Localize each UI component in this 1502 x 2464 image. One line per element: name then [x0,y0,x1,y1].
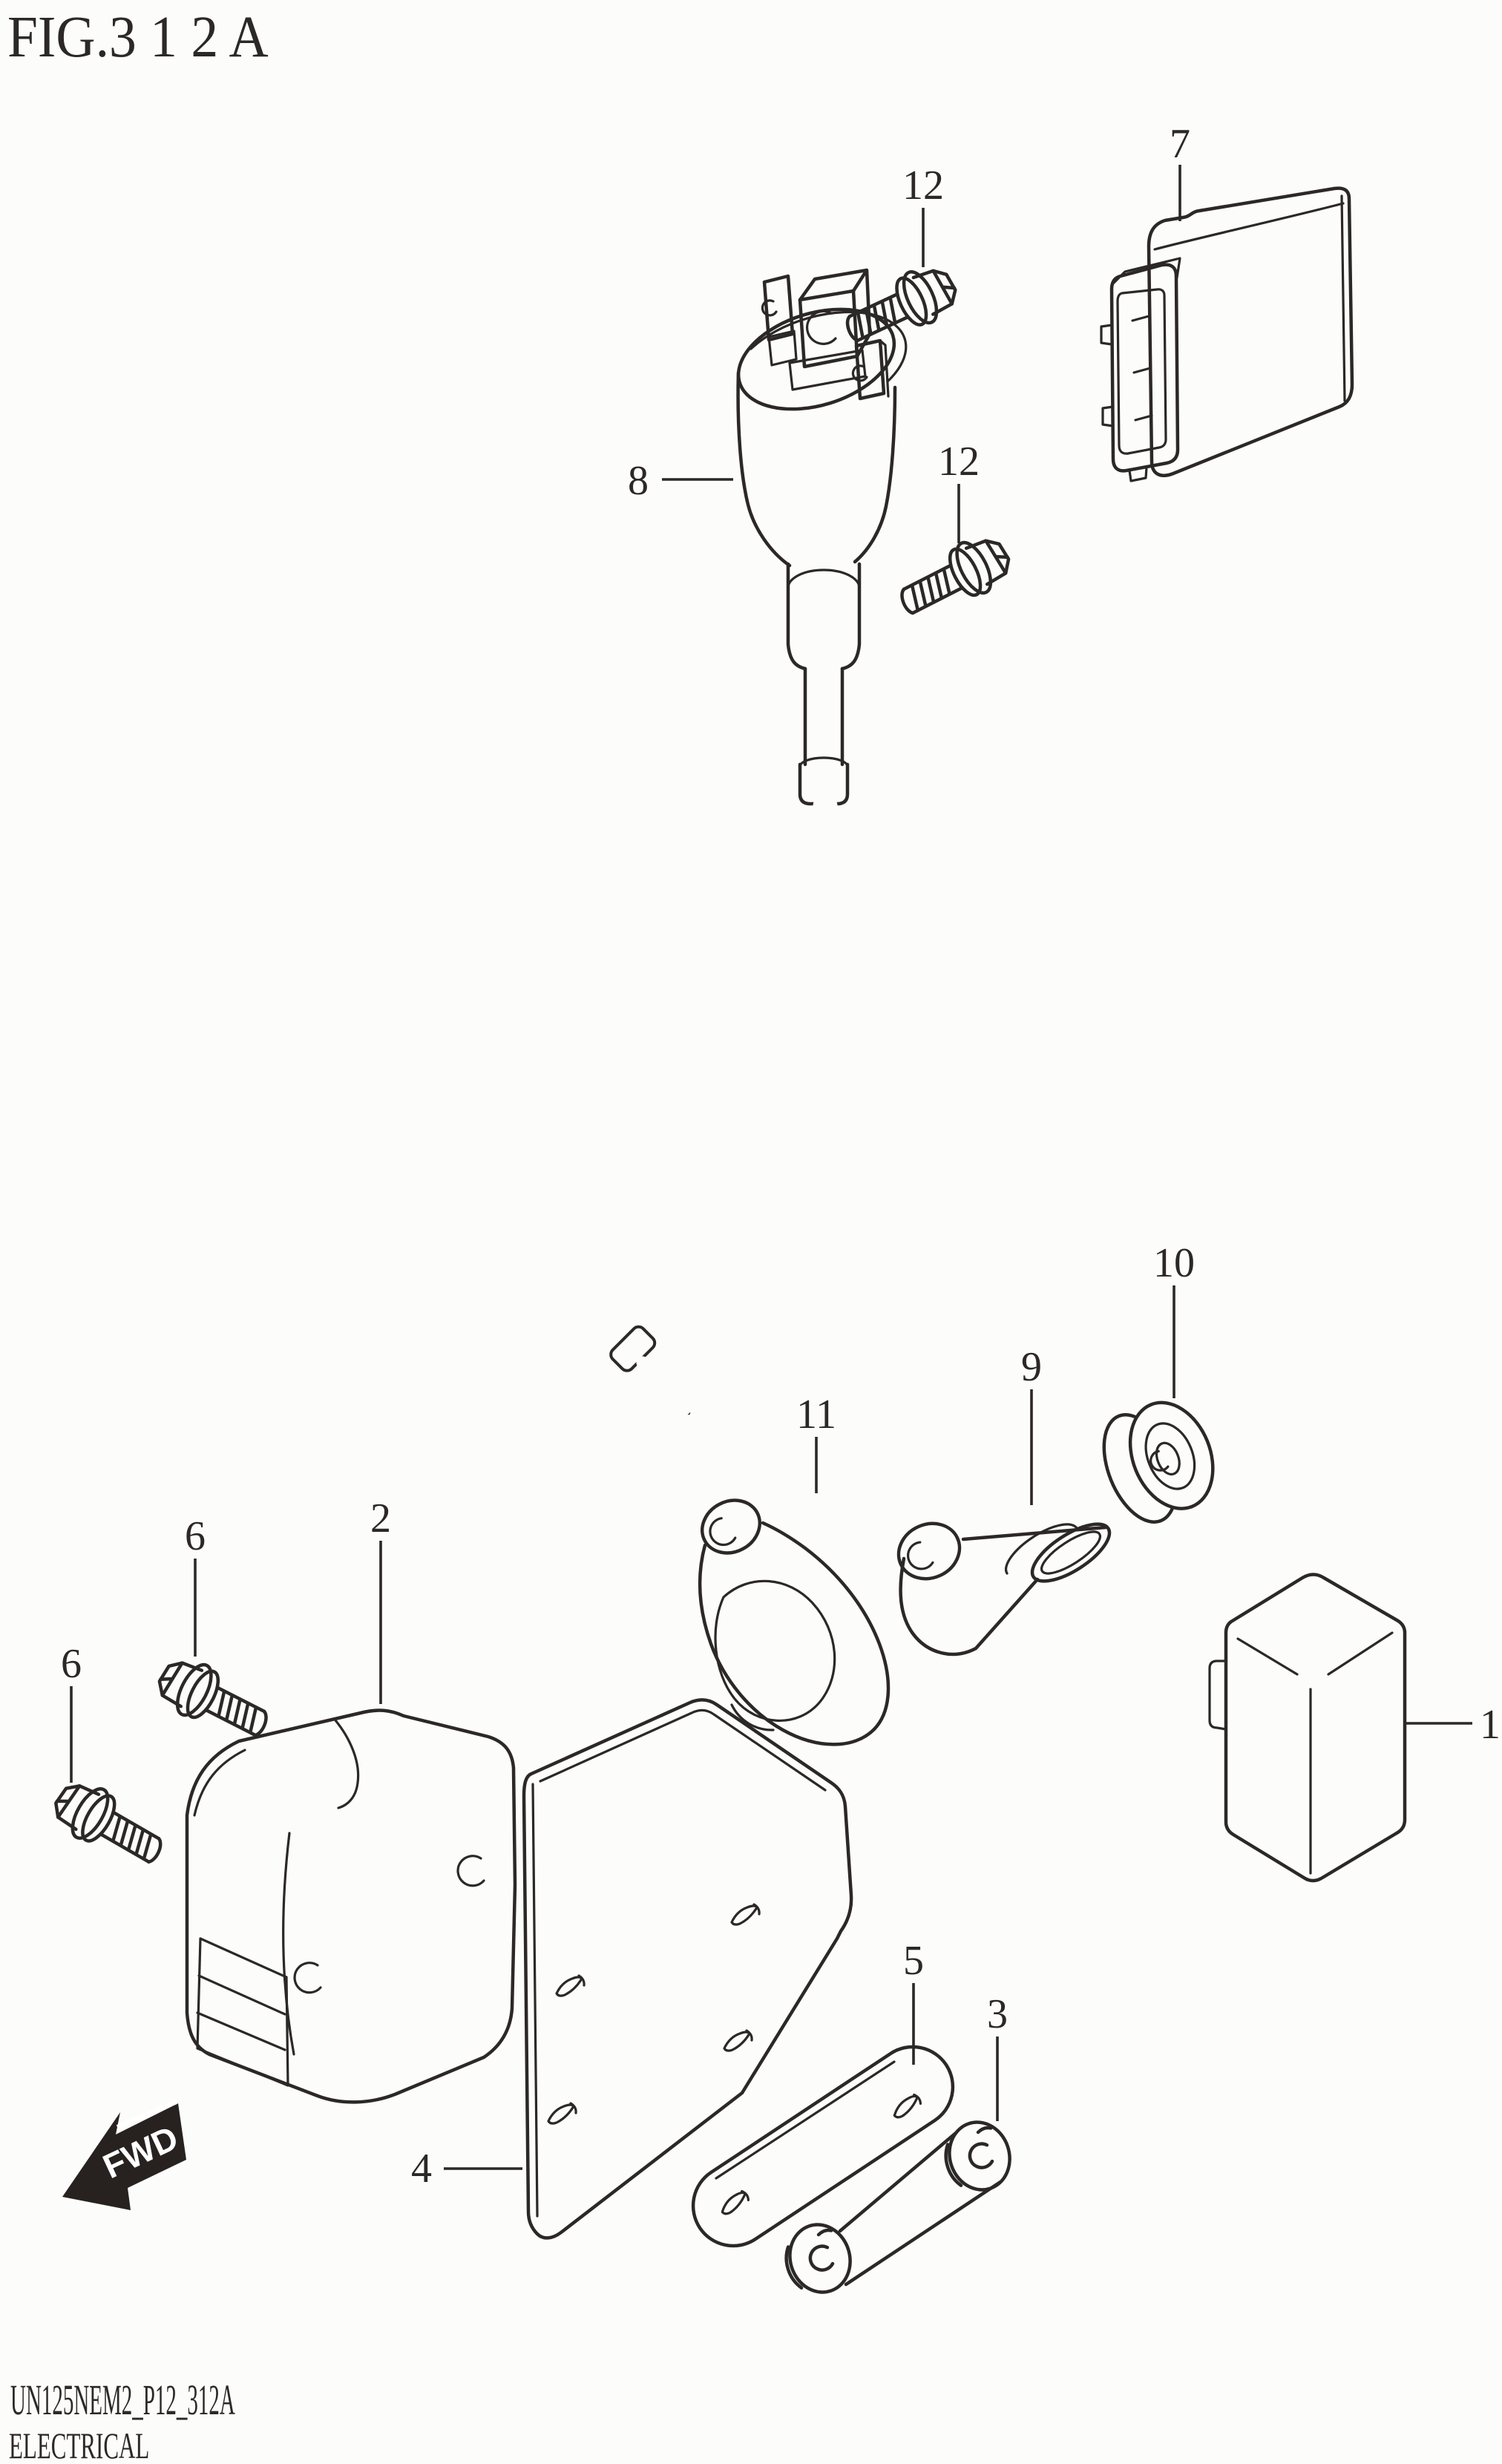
callout-part-1: 1 [1480,1702,1501,1748]
part-ignition-coil [736,268,908,806]
part-relay [1208,1573,1407,1883]
callout-part-10: 10 [1153,1240,1195,1286]
figure-title: FIG.3 1 2 A [7,4,269,69]
footer-section-title: ELECTRICAL [9,2425,149,2464]
high-tension-cord [588,793,838,1415]
callout-part-6-b: 6 [61,1641,82,1687]
leader-lines [70,165,1472,2170]
callout-part-8: 8 [628,458,649,504]
part-cdi-unit [1100,186,1354,482]
callout-part-2: 2 [370,1495,391,1541]
fwd-arrow-icon [62,2103,186,2210]
part-spark-plug-cap [698,1498,891,1746]
callout-part-6-a: 6 [185,1513,206,1559]
footer-model-code: UN125NEM2_P12_312A [10,2376,235,2424]
callout-part-11: 11 [796,1392,836,1438]
part-bracket-strip [691,2045,955,2248]
callout-part-7: 7 [1170,121,1190,167]
callouts: 7 12 8 12 10 9 11 2 6 6 1 4 5 3 [61,121,1501,2192]
part-grommet-cap [1102,1400,1215,1524]
callout-part-12-b: 12 [938,439,980,485]
part-plug-cap-joint [896,1521,1112,1657]
part-bracket-link [778,2114,1019,2301]
callout-part-3: 3 [987,1991,1008,2037]
callout-part-5: 5 [903,1938,924,1984]
part-mounting-plate [522,1698,853,2240]
callout-part-4: 4 [411,2146,432,2192]
callout-part-12-a: 12 [902,163,944,209]
part-regulator-rectifier [185,1708,517,2104]
callout-part-9: 9 [1021,1344,1042,1390]
